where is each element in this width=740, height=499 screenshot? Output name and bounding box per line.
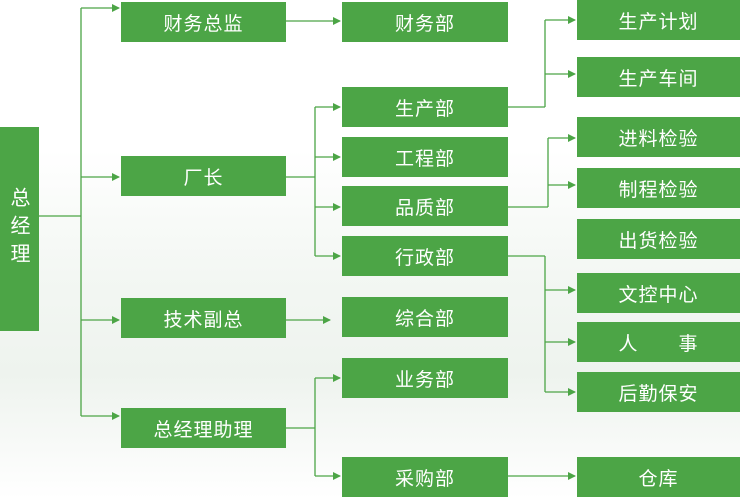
production-dept-box: 生产部 bbox=[342, 87, 508, 127]
document-control-box: 文控中心 bbox=[577, 273, 740, 313]
business-dept-box: 业务部 bbox=[342, 358, 508, 398]
hr-box: 人 事 bbox=[577, 322, 740, 362]
cfo-box: 财务总监 bbox=[121, 2, 286, 42]
finance-dept-box: 财务部 bbox=[342, 2, 508, 42]
technical-vp-box: 技术副总 bbox=[121, 298, 286, 338]
incoming-inspection-box: 进料检验 bbox=[577, 117, 740, 157]
admin-dept-box: 行政部 bbox=[342, 236, 508, 276]
quality-dept-box: 品质部 bbox=[342, 186, 508, 226]
production-workshop-box: 生产车间 bbox=[577, 57, 740, 97]
gm-assistant-box: 总经理助理 bbox=[121, 408, 286, 448]
factory-director-box: 厂长 bbox=[121, 156, 286, 196]
production-plan-box: 生产计划 bbox=[577, 0, 740, 40]
purchasing-dept-box: 采购部 bbox=[342, 457, 508, 497]
general-dept-box: 综合部 bbox=[342, 297, 508, 337]
process-inspection-box: 制程检验 bbox=[577, 168, 740, 208]
warehouse-box: 仓库 bbox=[577, 457, 740, 497]
logistics-security-box: 后勤保安 bbox=[577, 372, 740, 412]
engineering-dept-box: 工程部 bbox=[342, 137, 508, 177]
general-manager-box: 总经理 bbox=[0, 127, 39, 331]
outgoing-inspection-box: 出货检验 bbox=[577, 219, 740, 259]
